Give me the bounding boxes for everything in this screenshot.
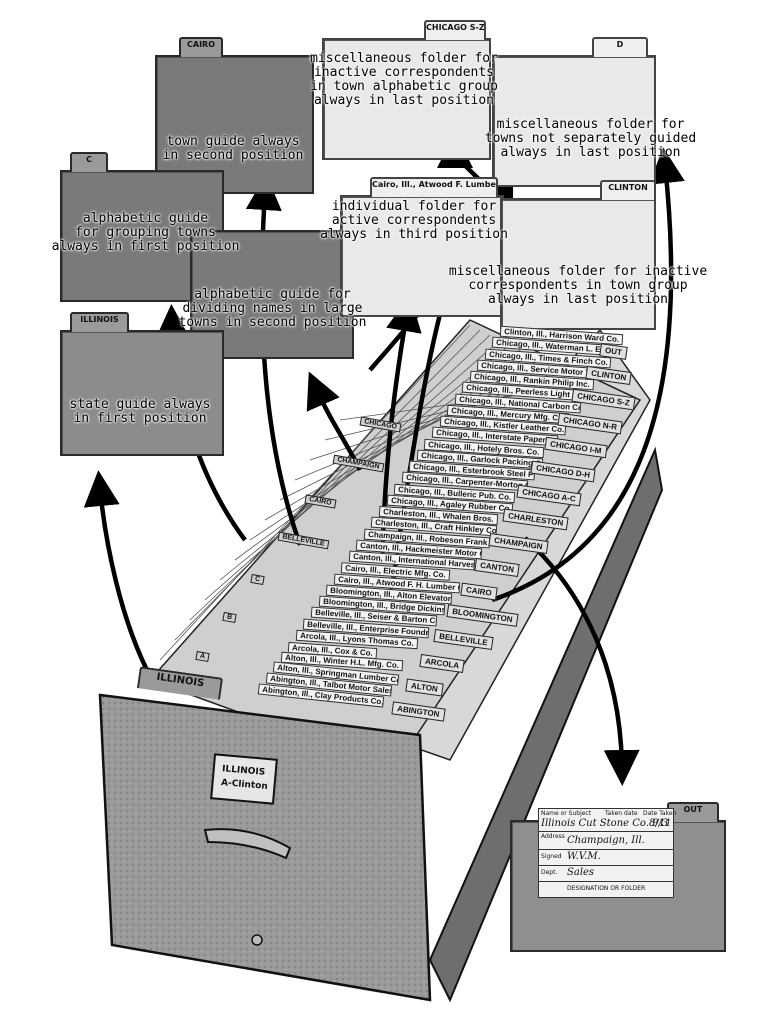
label-misc-inactive-alpha: miscellaneous folder for inactive corres… [310,51,498,108]
label-alphabetic-grouping: alphabetic guide for grouping towns alwa… [51,211,240,254]
d-tab-text: D [616,40,624,49]
label-state-guide: state guide always in first position [69,397,211,426]
c-tab: C [70,152,108,172]
out-card-tab-text: OUT [683,805,703,814]
drawer-side [428,446,664,1003]
out-card-h1: Name or Subject [541,810,592,817]
d-tab: D [592,37,648,57]
out-card-h3: Date Taken [643,810,677,817]
cairo-tab-text: CAIRO [187,40,215,49]
out-card-dept-value: Sales [567,867,595,878]
cairo-tab: CAIRO [179,37,223,57]
folder-active-tab-text: Cairo, Ill., Atwood F. Lumber Co. [372,180,496,189]
misc-folder-inactive-town: CLINTON [500,180,656,330]
out-card-address-label: Address [541,833,565,840]
label-misc-towns: miscellaneous folder for towns not separ… [484,117,697,160]
illinois-tab-text: ILLINOIS [80,315,119,324]
out-card: OUT Name or Subject Taken date Date Take… [510,802,726,952]
arrow-state [83,470,154,682]
out-card-signed-label: Signed [541,853,562,860]
chicago-sz-tab-text: CHICAGO S-Z [426,23,484,32]
out-card-footer: DESIGNATION OR FOLDER [567,885,646,892]
chicago-sz-tab: CHICAGO S-Z [424,20,486,40]
illinois-tab: ILLINOIS [70,312,129,332]
arrow-misc-towns [491,147,685,603]
label-individual-active: individual folder for active corresponde… [320,199,508,242]
misc-folder-inactive-alpha: CHICAGO S-Z [322,20,491,160]
clinton-tab: CLINTON [600,180,656,200]
out-card-signed-value: W.V.M. [567,851,601,862]
out-card-dept-label: Dept. [541,869,558,876]
label-misc-inactive-town: miscellaneous folder for inactive corres… [448,264,708,307]
out-card-h2: Taken date [605,810,638,817]
individual-folder-active: Cairo, Ill., Atwood F. Lumber Co. [340,177,504,317]
c-tab-text: C [86,155,92,164]
out-card-address-value: Champaign, Ill. [567,835,645,846]
misc-folder-towns: D [492,37,656,187]
out-card-name-value: Illinois Cut Stone Co. 9/3 [541,818,669,829]
label-town-guide: town guide always in second position [162,134,304,163]
drawer-knob [251,934,263,946]
drawer-handle [203,828,292,860]
out-card-date-value: 8/11 [649,818,672,829]
label-alphabetic-dividing: alphabetic guide for dividing names in l… [178,287,367,330]
clinton-tab-text: CLINTON [608,183,648,192]
left-guide-tab: C [249,573,265,585]
illinois-state-guide: ILLINOIS [60,312,224,456]
out-card-form: Name or Subject Taken date Date Taken Il… [538,808,677,898]
drawer-label-holder [210,753,278,805]
folder-active-tab: Cairo, Ill., Atwood F. Lumber Co. [370,177,498,197]
